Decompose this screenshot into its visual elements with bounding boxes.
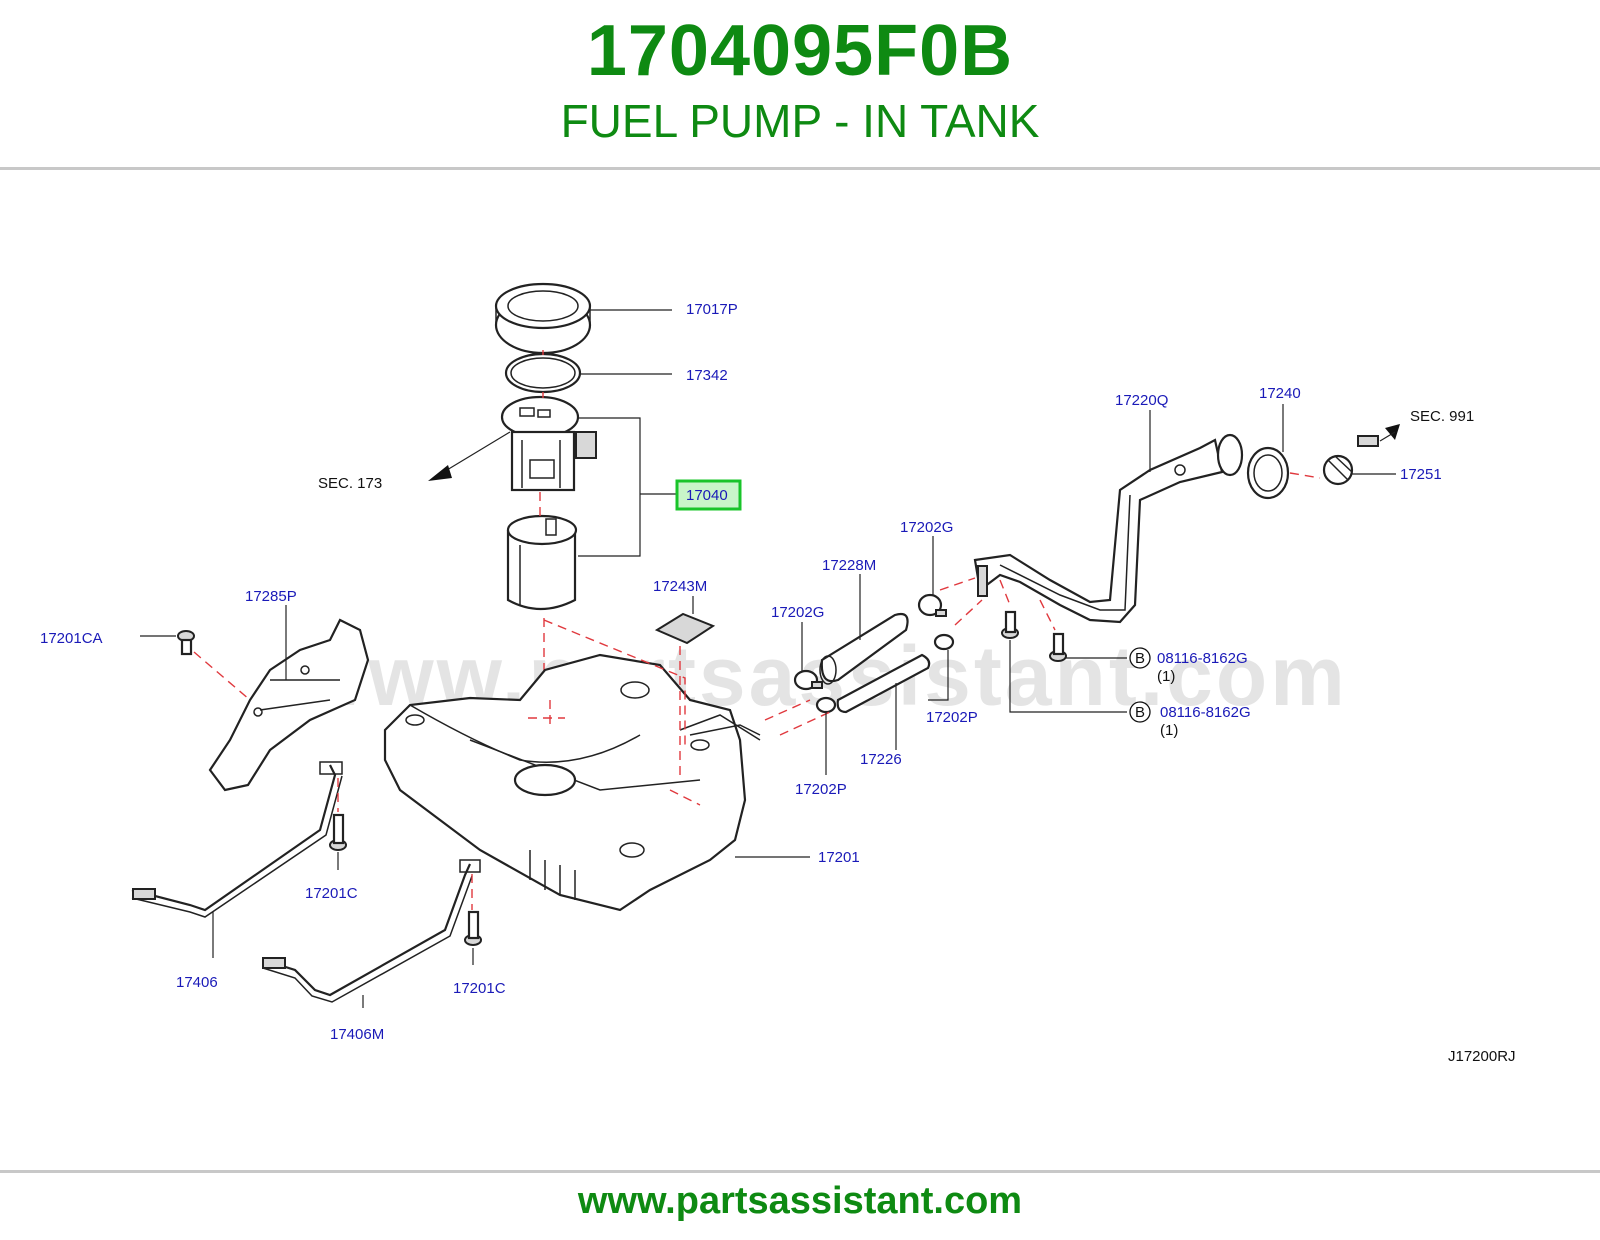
label-17240[interactable]: 17240 (1259, 385, 1301, 402)
b-marker-a (1129, 647, 1151, 669)
label-17202P-b[interactable]: 17202P (795, 781, 847, 798)
part-number-title: 1704095F0B (586, 11, 1014, 91)
filler-cap-17251 (1322, 454, 1354, 486)
b-marker-b (1129, 701, 1151, 723)
label-08116-8162G-a[interactable]: 08116-8162G (1157, 650, 1248, 667)
tether-clip (1357, 435, 1379, 447)
filler-cap-gasket-17240 (1246, 446, 1290, 500)
footer-divider (0, 1170, 1600, 1173)
diagram-code: J17200RJ (1448, 1048, 1516, 1065)
label-17017P[interactable]: 17017P (686, 301, 738, 318)
label-17406M[interactable]: 17406M (330, 1026, 384, 1043)
b-marker-a-letter: B (1135, 650, 1145, 667)
vent-hose-17226 (836, 653, 931, 714)
label-17202G-b[interactable]: 17202G (900, 519, 953, 536)
bolt-08116-b (1049, 632, 1067, 662)
b-marker-b-letter: B (1135, 704, 1145, 721)
qty-a: (1) (1157, 668, 1175, 685)
label-17226[interactable]: 17226 (860, 751, 902, 768)
label-17220Q[interactable]: 17220Q (1115, 392, 1168, 409)
qty-b: (1) (1160, 722, 1178, 739)
fuel-tank-strap-17406M (262, 859, 481, 1003)
label-17342[interactable]: 17342 (686, 367, 728, 384)
clamp-17202P-b (933, 633, 955, 651)
heat-insulator-17285P (208, 618, 370, 792)
filler-tube-17220Q (973, 433, 1244, 624)
label-17202G-a[interactable]: 17202G (771, 604, 824, 621)
label-17202P-a[interactable]: 17202P (926, 709, 978, 726)
highlight-box (675, 479, 742, 511)
label-17251[interactable]: 17251 (1400, 466, 1442, 483)
header-divider (0, 167, 1600, 170)
footer-url[interactable]: www.partsassistant.com (577, 1180, 1023, 1222)
lock-ring-17017P (494, 282, 592, 355)
clamp-17202P-a (815, 696, 837, 714)
bolt-17201CA (177, 630, 195, 656)
o-ring-17342 (504, 352, 582, 394)
label-17201[interactable]: 17201 (818, 849, 860, 866)
fuel-tank-strap-17406 (131, 761, 343, 918)
part-description: FUEL PUMP - IN TANK (560, 95, 1040, 147)
fuel-filter-canister (506, 514, 578, 610)
label-08116-8162G-b[interactable]: 08116-8162G (1160, 704, 1251, 721)
clamp-17202G-a (793, 669, 823, 691)
label-sec-173: SEC. 173 (318, 475, 382, 492)
label-17201CA[interactable]: 17201CA (40, 630, 103, 647)
sec991-arrow (1385, 424, 1400, 440)
bolt-17201C-a (329, 813, 347, 851)
bolt-08116-a (1001, 610, 1019, 639)
label-sec-991: SEC. 991 (1410, 408, 1474, 425)
label-17285P[interactable]: 17285P (245, 588, 297, 605)
label-17406[interactable]: 17406 (176, 974, 218, 991)
fuel-pump-assembly-17040 (500, 395, 597, 492)
label-17243M[interactable]: 17243M (653, 578, 707, 595)
label-17040[interactable]: 17040 (686, 487, 728, 504)
fuel-tank-17201 (383, 653, 761, 912)
label-17228M[interactable]: 17228M (822, 557, 876, 574)
clamp-17202G-b (917, 593, 947, 617)
label-17201C-b[interactable]: 17201C (453, 980, 506, 997)
filler-hose-17228M (819, 612, 909, 685)
label-17201C-a[interactable]: 17201C (305, 885, 358, 902)
bolt-17201C-b (464, 910, 482, 946)
sender-unit-17243M (654, 612, 716, 645)
